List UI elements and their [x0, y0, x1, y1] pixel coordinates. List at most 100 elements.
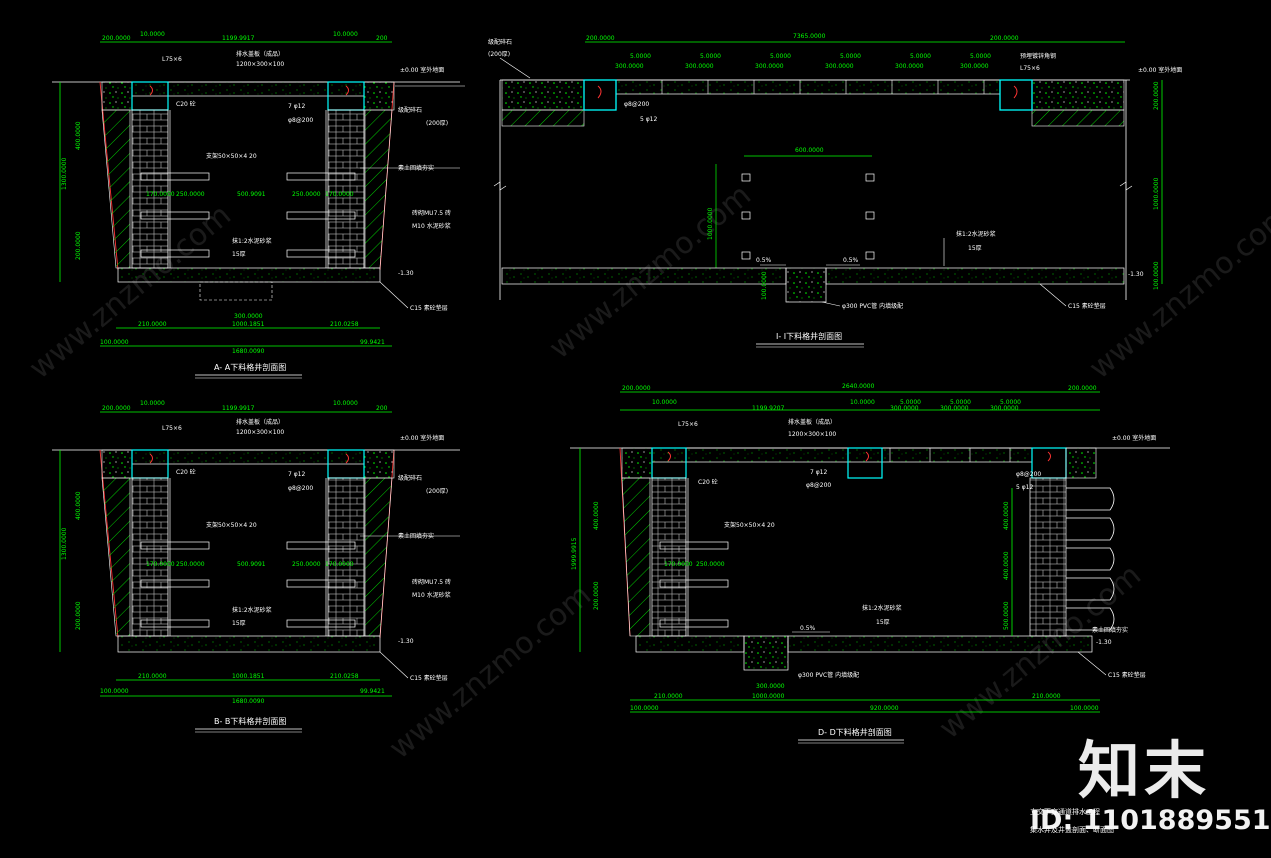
callout: 7 φ12	[288, 471, 306, 478]
dim-label: 1199.9917	[222, 35, 255, 42]
callout: φ8@200	[1016, 471, 1041, 478]
callout: C15 素砼垫层	[410, 674, 448, 682]
grade-label: ±0.00 室外地面	[1112, 434, 1156, 442]
dim-label: 200	[376, 405, 388, 412]
dim-label: 1000.0000	[752, 693, 785, 700]
dim-label: 100.0000	[100, 339, 129, 346]
callout: 砖砌MU7.5 砖	[412, 209, 451, 217]
dim-label: 200.0000	[586, 35, 615, 42]
callout: 1200×300×100	[236, 429, 284, 436]
dim-label: 210.0258	[330, 321, 359, 328]
dim-label: 300.0000	[615, 63, 644, 70]
dim-label: 5.0000	[910, 53, 931, 60]
section-ii: 200.0000 7365.0000 200.0000 5.0000 5.000…	[488, 33, 1182, 348]
dim-label: 200.0000	[593, 581, 600, 610]
dim-label: 250.0000	[176, 191, 205, 198]
dim-label: 250.0000	[696, 561, 725, 568]
callout: 抹1:2水泥砂浆	[232, 606, 272, 614]
callout: 抹1:2水泥砂浆	[956, 230, 996, 238]
footer-note: 集水井及井盖剖面、断面图	[1030, 825, 1114, 834]
dim-label: 200	[376, 35, 388, 42]
callout: 5 φ12	[640, 116, 658, 123]
dim-label: 1199.9207	[752, 405, 785, 412]
slab-joints	[661, 80, 985, 94]
grade-label: ±0.00 室外地面	[400, 434, 444, 442]
dim-label: 1000.1851	[232, 673, 265, 680]
dim-label: 210.0000	[654, 693, 683, 700]
callout: φ8@200	[806, 482, 831, 489]
callout: 抹1:2水泥砂浆	[232, 237, 272, 245]
callout: 预埋镀锌角钢	[1020, 52, 1056, 60]
dim-label: 10.0000	[850, 399, 875, 406]
dim-label: 250.0000	[176, 561, 205, 568]
dim-label: 200.0000	[990, 35, 1019, 42]
callout: 排水盖板（成品）	[236, 50, 284, 58]
dim-label: 200.0000	[1153, 81, 1160, 110]
section-bb: 200.0000 10.0000 1199.9917 10.0000 200 ±…	[52, 400, 460, 733]
dim-label: 7365.0000	[793, 33, 826, 40]
drain-holes	[741, 173, 875, 260]
brand-logo: 知末	[1078, 734, 1211, 807]
dim-label: 200.0000	[1068, 385, 1097, 392]
callout: 支架50×50×4 20	[206, 521, 257, 529]
dim-label: 1300.0000	[61, 157, 68, 190]
callout: (200厚)	[488, 51, 510, 58]
callout: 15厚	[232, 620, 246, 627]
dim-label: 210.0000	[1032, 693, 1061, 700]
dim-label: 600.0000	[795, 147, 824, 154]
callout: -1.30	[398, 270, 414, 277]
dim-label: 1680.0090	[232, 698, 265, 705]
dim-label: 5.0000	[770, 53, 791, 60]
dim-label: 300.0000	[756, 683, 785, 690]
dim-label: 1680.0090	[232, 348, 265, 355]
dim-label: 1000.0000	[1153, 177, 1160, 210]
dim-label: 2640.0000	[842, 383, 875, 390]
callout: M10 水泥砂浆	[412, 591, 451, 599]
dim-label: 200.0000	[75, 601, 82, 630]
dim-label: 1000.1851	[232, 321, 265, 328]
section-title: A- A下料格井剖面图	[214, 362, 286, 372]
bracket-shelves	[140, 172, 356, 258]
callout: 素土回填夯实	[1092, 626, 1128, 634]
dim-label: 300.0000	[960, 63, 989, 70]
dim-label: 200.0000	[102, 35, 131, 42]
dim-label: 10.0000	[652, 399, 677, 406]
dim-label: 10.0000	[333, 31, 358, 38]
callout: L75×6	[1020, 65, 1040, 72]
callout: 砖砌MU7.5 砖	[412, 578, 451, 586]
dim-label: 920.0000	[870, 705, 899, 712]
callout: 0.5%	[843, 257, 859, 264]
dim-label: 99.9421	[360, 688, 385, 695]
dim-label: 170.0000	[325, 561, 354, 568]
callout: C20 砼	[176, 468, 196, 476]
callout: 排水盖板（成品）	[788, 418, 836, 426]
dim-label: 100.0000	[1070, 705, 1099, 712]
dim-label: 400.0000	[1003, 551, 1010, 580]
dim-label: 300.0000	[895, 63, 924, 70]
top-dim-ticks: 5.0000 5.0000 5.0000 5.0000 5.0000 5.000…	[615, 53, 991, 70]
callout: 级配碎石	[488, 38, 512, 46]
dim-label: 5.0000	[950, 399, 971, 406]
dim-label: 5.0000	[1000, 399, 1021, 406]
dim-label: 400.0000	[1003, 501, 1010, 530]
slab-joints	[889, 448, 1011, 462]
dim-label: 400.0000	[75, 121, 82, 150]
callout: 0.5%	[800, 625, 816, 632]
callout: C20 砼	[698, 478, 718, 486]
section-dd: 200.0000 2640.0000 200.0000 10.0000 1199…	[570, 383, 1170, 744]
callout: 15厚	[968, 245, 982, 252]
dim-label: 1000.0000	[707, 207, 714, 240]
callout: C15 素砼垫层	[410, 304, 448, 312]
dim-label: 5.0000	[630, 53, 651, 60]
dim-label: 5.0000	[970, 53, 991, 60]
callout: (200厚)	[426, 488, 448, 495]
callout: L75×6	[162, 56, 182, 63]
dim-label: 5.0000	[700, 53, 721, 60]
callout: -1.30	[398, 638, 414, 645]
callout: M10 水泥砂浆	[412, 222, 451, 230]
callout: φ300 PVC管 内填级配	[842, 302, 903, 310]
dim-label: 300.0000	[825, 63, 854, 70]
callout: -1.30	[1128, 271, 1144, 278]
section-aa: 200.0000 10.0000 1199.9917 10.0000 200 ±…	[52, 31, 465, 379]
dim-label: 300.0000	[755, 63, 784, 70]
